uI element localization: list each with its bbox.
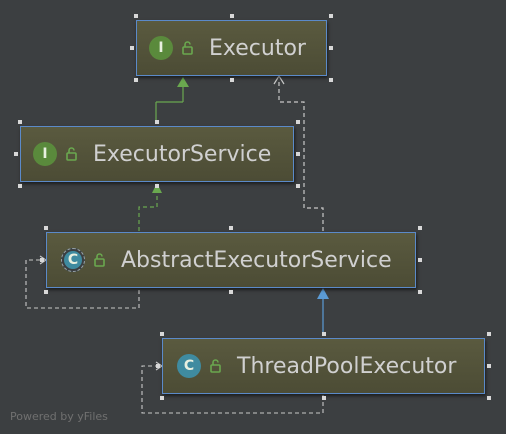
unlocked-padlock-icon bbox=[66, 147, 77, 161]
unlocked-padlock-icon bbox=[94, 253, 105, 267]
resize-handle[interactable] bbox=[321, 396, 326, 400]
resize-handle[interactable] bbox=[329, 14, 333, 18]
resize-handle[interactable] bbox=[134, 78, 138, 82]
unlocked-padlock-icon bbox=[182, 41, 193, 55]
resize-handle[interactable] bbox=[487, 364, 491, 368]
interface-icon: I bbox=[149, 36, 173, 60]
resize-handle[interactable] bbox=[134, 14, 138, 18]
resize-handle[interactable] bbox=[229, 14, 234, 18]
arrowhead-open-grey bbox=[273, 74, 285, 85]
resize-handle[interactable] bbox=[18, 184, 22, 188]
resize-handle[interactable] bbox=[418, 290, 422, 294]
resize-handle[interactable] bbox=[40, 258, 44, 262]
resize-handle[interactable] bbox=[296, 184, 300, 188]
abstract-class-icon: C bbox=[61, 248, 85, 272]
resize-handle[interactable] bbox=[296, 152, 300, 156]
node-executor[interactable]: I Executor bbox=[136, 20, 327, 76]
resize-handle[interactable] bbox=[487, 332, 491, 336]
resize-handle[interactable] bbox=[160, 332, 164, 336]
arrowhead-green-hollow bbox=[152, 183, 162, 193]
edge-abstract-to-executor bbox=[273, 74, 324, 231]
resize-handle[interactable] bbox=[44, 290, 48, 294]
node-abstract-executor-service[interactable]: C AbstractExecutorService bbox=[46, 232, 416, 288]
resize-handle[interactable] bbox=[44, 226, 48, 230]
node-label: Executor bbox=[209, 35, 306, 61]
resize-handle[interactable] bbox=[155, 184, 159, 188]
node-label: ThreadPoolExecutor bbox=[237, 353, 457, 379]
resize-handle[interactable] bbox=[130, 46, 134, 50]
resize-handle[interactable] bbox=[18, 120, 22, 124]
node-label: AbstractExecutorService bbox=[121, 247, 392, 273]
resize-handle[interactable] bbox=[155, 120, 159, 124]
resize-handle[interactable] bbox=[156, 364, 160, 368]
resize-handle[interactable] bbox=[418, 226, 422, 230]
node-thread-pool-executor[interactable]: C ThreadPoolExecutor bbox=[162, 338, 485, 394]
arrowhead-blue bbox=[317, 288, 329, 299]
resize-handle[interactable] bbox=[329, 78, 333, 82]
edge-executorservice-to-executor bbox=[155, 77, 189, 124]
resize-handle[interactable] bbox=[296, 120, 300, 124]
node-label: ExecutorService bbox=[93, 141, 272, 167]
resize-handle[interactable] bbox=[487, 396, 491, 400]
arrowhead-green bbox=[177, 77, 189, 87]
class-icon: C bbox=[177, 354, 201, 378]
resize-handle[interactable] bbox=[418, 258, 422, 262]
resize-handle[interactable] bbox=[229, 78, 234, 82]
interface-icon: I bbox=[33, 142, 57, 166]
edge-threadpool-to-abstract bbox=[317, 288, 329, 336]
resize-handle[interactable] bbox=[229, 290, 233, 294]
resize-handle[interactable] bbox=[329, 46, 333, 50]
edge-abstract-to-executorservice bbox=[138, 183, 162, 231]
resize-handle[interactable] bbox=[321, 332, 326, 336]
watermark: Powered by yFiles bbox=[10, 410, 108, 423]
resize-handle[interactable] bbox=[160, 396, 164, 400]
resize-handle[interactable] bbox=[229, 226, 233, 230]
node-executor-service[interactable]: I ExecutorService bbox=[20, 126, 294, 182]
unlocked-padlock-icon bbox=[210, 359, 221, 373]
resize-handle[interactable] bbox=[14, 152, 18, 156]
